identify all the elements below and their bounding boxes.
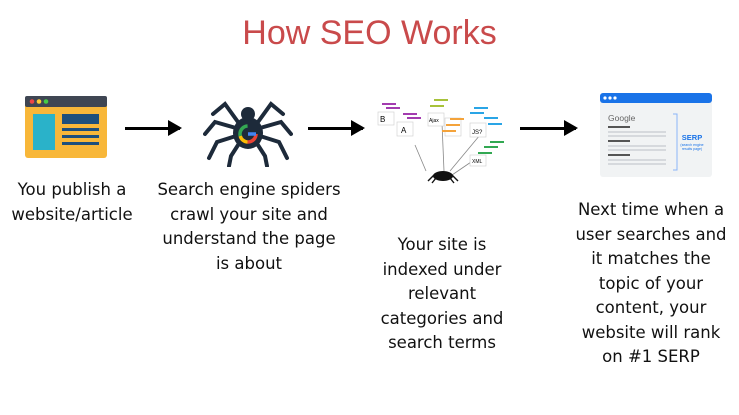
step-3-caption: Your site is indexed under relevant cate… bbox=[380, 235, 504, 352]
step-4-caption: Next time when a user searches and it ma… bbox=[575, 200, 727, 366]
node-label-xml: XML bbox=[472, 159, 483, 165]
node-label-a: A bbox=[401, 126, 407, 135]
serp-google-label: Google bbox=[608, 113, 636, 123]
serp-page-icon: Google SERP (search engine results page) bbox=[600, 93, 712, 177]
arrow-right-1 bbox=[125, 120, 182, 136]
node-label-ajax: Ajax bbox=[429, 118, 439, 124]
serp-sub-label-2: results page) bbox=[682, 147, 702, 151]
node-label-js: JS? bbox=[472, 130, 483, 136]
node-label-b: B bbox=[380, 115, 385, 124]
step-2-caption: Search engine spiders crawl your site an… bbox=[157, 180, 341, 273]
page-title: How SEO Works bbox=[242, 14, 497, 52]
index-tree-icon: B A Ajax JS? XML bbox=[377, 99, 504, 184]
serp-sub-label-1: (search engine bbox=[680, 143, 703, 147]
serp-label: SERP bbox=[682, 133, 702, 142]
browser-window-icon bbox=[25, 96, 107, 158]
step-1-caption: You publish a website/article bbox=[11, 180, 133, 224]
arrow-right-3 bbox=[520, 120, 578, 136]
google-spider-icon bbox=[203, 101, 293, 167]
arrow-right-2 bbox=[308, 120, 365, 136]
